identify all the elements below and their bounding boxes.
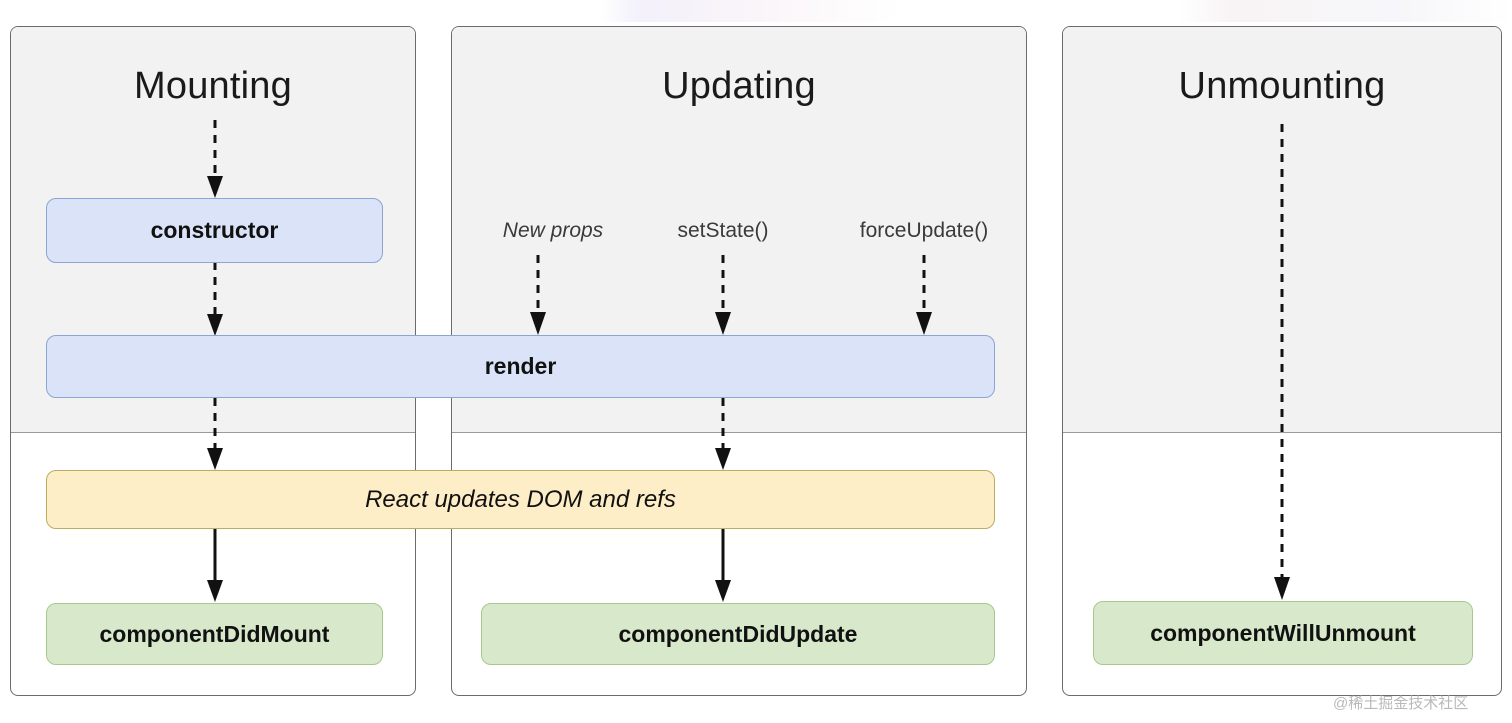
column-title-mounting: Mounting <box>134 65 292 107</box>
lifecycle-box-component-will-unmount[interactable]: componentWillUnmount <box>1093 601 1473 665</box>
page-bleed-strip <box>0 0 1512 22</box>
arrow-mounting-title-to-constructor <box>198 120 232 200</box>
arrow-render-to-react-updates-left <box>198 398 232 472</box>
trigger-label-setstate: setState() <box>677 219 769 242</box>
lifecycle-box-react-updates-dom-and-refs[interactable]: React updates DOM and refs <box>46 470 995 529</box>
lifecycle-box-component-did-mount[interactable]: componentDidMount <box>46 603 383 665</box>
lifecycle-box-constructor[interactable]: constructor <box>46 198 383 263</box>
arrow-setstate-to-render <box>706 255 740 337</box>
arrow-react-updates-to-component-did-mount <box>198 528 232 604</box>
arrow-constructor-to-render <box>198 262 232 338</box>
lifecycle-box-render[interactable]: render <box>46 335 995 398</box>
arrow-forceupdate-to-render <box>907 255 941 337</box>
arrow-render-to-react-updates-right <box>706 398 740 472</box>
lifecycle-box-component-did-update[interactable]: componentDidUpdate <box>481 603 995 665</box>
trigger-label-new-props: New props <box>502 219 604 242</box>
arrow-unmounting-title-to-component-will-unmount <box>1265 124 1299 602</box>
site-watermark: @稀土掘金技术社区 <box>1333 695 1469 712</box>
column-title-unmounting: Unmounting <box>1178 65 1386 107</box>
arrow-react-updates-to-component-did-update <box>706 528 740 604</box>
trigger-label-forceupdate: forceUpdate() <box>859 219 989 242</box>
arrow-new-props-to-render <box>521 255 555 337</box>
column-title-updating: Updating <box>662 65 816 107</box>
